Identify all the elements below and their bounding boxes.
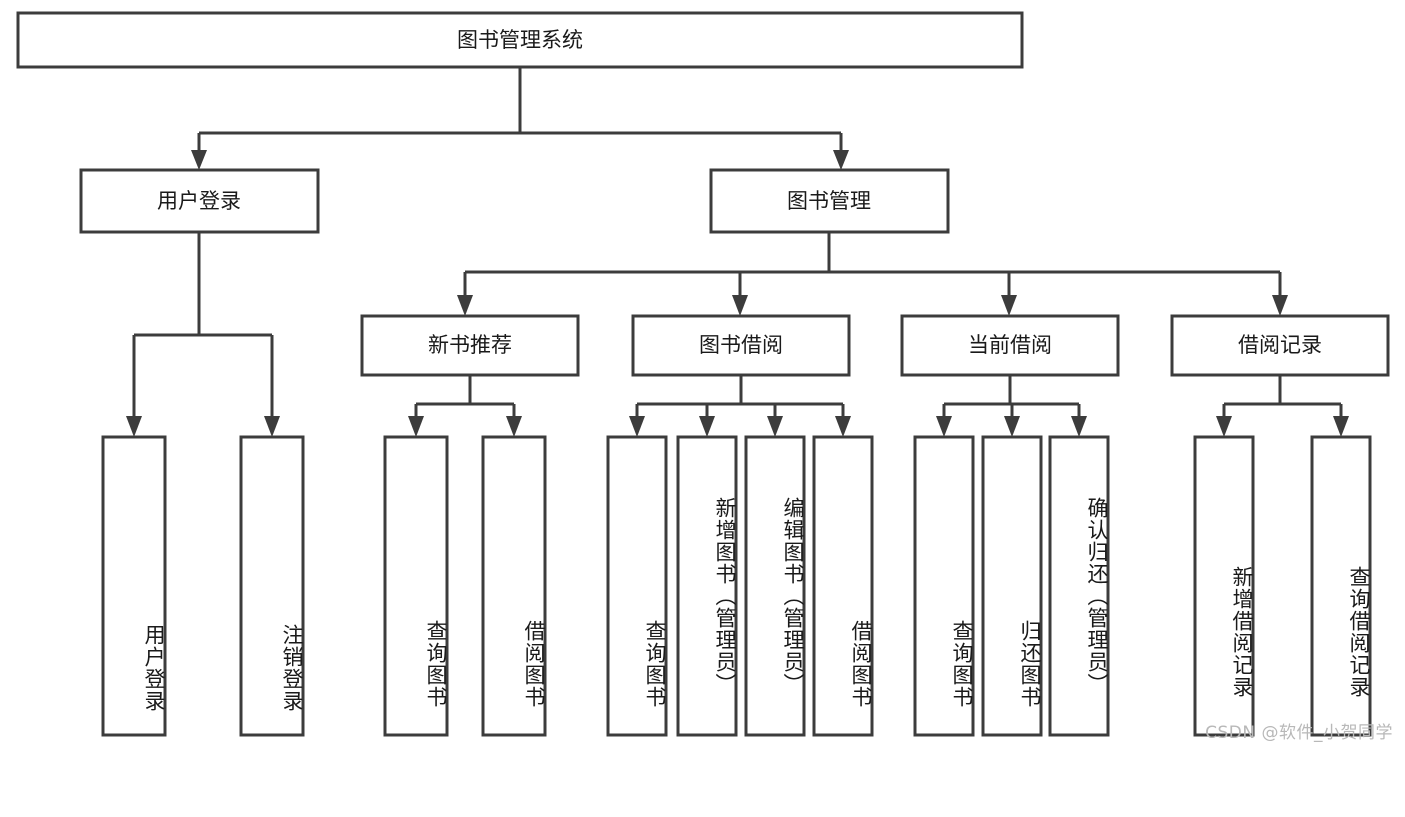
flowchart-svg: 图书管理系统 用户登录 图书管理 新书推荐 图书借阅 当前借阅 借阅记录 <box>16 11 1390 737</box>
connector-book-management-to-level3 <box>457 232 1288 316</box>
leaf-box-recommend-borrow-book[interactable] <box>481 435 547 737</box>
node-current-borrow-label: 当前借阅 <box>968 333 1052 357</box>
csdn-watermark: CSDN @软件_小贺同学 <box>1205 723 1393 743</box>
leaf-box-borrow-add-book[interactable] <box>676 435 738 737</box>
node-book-management[interactable]: 图书管理 <box>709 168 950 234</box>
leaf-box-user-login[interactable] <box>101 435 167 737</box>
connector-book-borrow-to-leaves <box>629 375 851 437</box>
node-new-book-recommend[interactable]: 新书推荐 <box>360 314 580 377</box>
node-root-label: 图书管理系统 <box>457 28 583 52</box>
leaf-box-record-query-record[interactable] <box>1310 435 1372 737</box>
leaf-boxes <box>101 435 1372 737</box>
connector-root-to-level2 <box>191 67 849 170</box>
leaf-box-borrow-edit-book[interactable] <box>744 435 806 737</box>
node-book-management-label: 图书管理 <box>787 189 871 213</box>
node-borrow-record-label: 借阅记录 <box>1238 333 1322 357</box>
leaf-box-user-logout[interactable] <box>239 435 305 737</box>
flowchart-canvas: 图书管理系统 用户登录 图书管理 新书推荐 图书借阅 当前借阅 借阅记录 <box>16 11 1393 743</box>
node-book-borrow[interactable]: 图书借阅 <box>631 314 851 377</box>
node-user-login[interactable]: 用户登录 <box>79 168 320 234</box>
node-borrow-record[interactable]: 借阅记录 <box>1170 314 1390 377</box>
node-new-book-recommend-label: 新书推荐 <box>428 333 512 357</box>
leaf-box-current-confirm-return[interactable] <box>1048 435 1110 737</box>
leaf-box-recommend-query-book[interactable] <box>383 435 449 737</box>
connector-current-borrow-to-leaves <box>936 375 1087 437</box>
leaf-box-current-query-book[interactable] <box>913 435 975 737</box>
leaf-box-borrow-query-book[interactable] <box>606 435 668 737</box>
connector-user-login-to-leaves <box>126 232 280 437</box>
connector-borrow-record-to-leaves <box>1216 375 1349 437</box>
leaf-box-record-add-record[interactable] <box>1193 435 1255 737</box>
node-book-borrow-label: 图书借阅 <box>699 333 783 357</box>
node-current-borrow[interactable]: 当前借阅 <box>900 314 1120 377</box>
node-user-login-label: 用户登录 <box>157 189 241 213</box>
node-root[interactable]: 图书管理系统 <box>16 11 1024 69</box>
leaf-box-borrow-borrow-book[interactable] <box>812 435 874 737</box>
leaf-box-current-return-book[interactable] <box>981 435 1043 737</box>
connector-new-book-recommend-to-leaves <box>408 375 522 437</box>
